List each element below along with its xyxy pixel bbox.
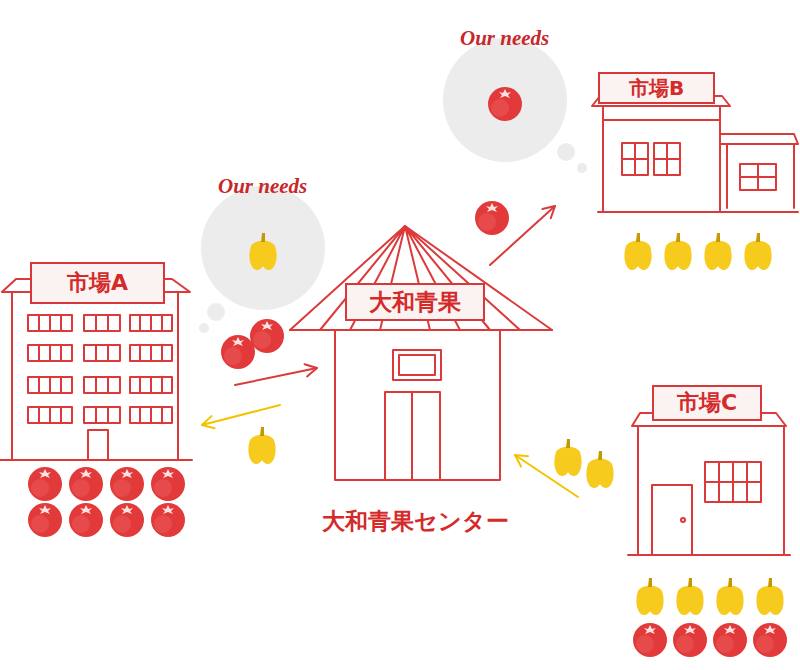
building-center <box>290 226 552 480</box>
building-node: 市場A <box>5 258 190 463</box>
building-a <box>0 279 192 460</box>
arrow-line <box>515 455 578 497</box>
arrow-line <box>235 368 317 385</box>
building-b <box>592 96 798 212</box>
flow-arrow <box>490 206 555 265</box>
arrow-line <box>202 405 280 425</box>
flow-arrow <box>515 455 578 497</box>
bubble-shape <box>443 38 567 162</box>
arrow-head <box>202 416 215 428</box>
flow-arrow <box>235 364 317 385</box>
sign-board: 大和青果 <box>345 283 485 321</box>
bubble-circle <box>443 38 567 162</box>
bubble-circle <box>201 186 325 310</box>
needs-heading: Our needs <box>218 174 307 199</box>
arrow-line <box>490 206 555 265</box>
bubble-trail <box>199 143 587 333</box>
sign-board: 市場B <box>598 72 715 104</box>
thought-bubble: Our needs <box>443 38 567 162</box>
building-node: 市場C <box>630 382 790 557</box>
building-c <box>628 413 790 555</box>
center-caption: 大和青果センター <box>322 506 509 537</box>
building-node: 市場B <box>592 68 798 216</box>
need-icon <box>249 233 276 270</box>
need-icon <box>488 87 522 121</box>
sign-board: 市場A <box>30 262 165 304</box>
thought-bubble: Our needs <box>201 186 325 310</box>
bubble-shape <box>201 186 325 310</box>
arrow-head <box>542 206 555 218</box>
flow-arrow <box>202 405 280 428</box>
pepper-group <box>248 233 783 615</box>
sign-board: 市場C <box>652 385 762 421</box>
needs-heading: Our needs <box>460 26 549 51</box>
arrow-head <box>515 455 528 467</box>
tomato-group <box>28 201 787 657</box>
building-node: 大和青果大和青果センター <box>325 225 505 483</box>
arrow-head <box>305 364 317 376</box>
